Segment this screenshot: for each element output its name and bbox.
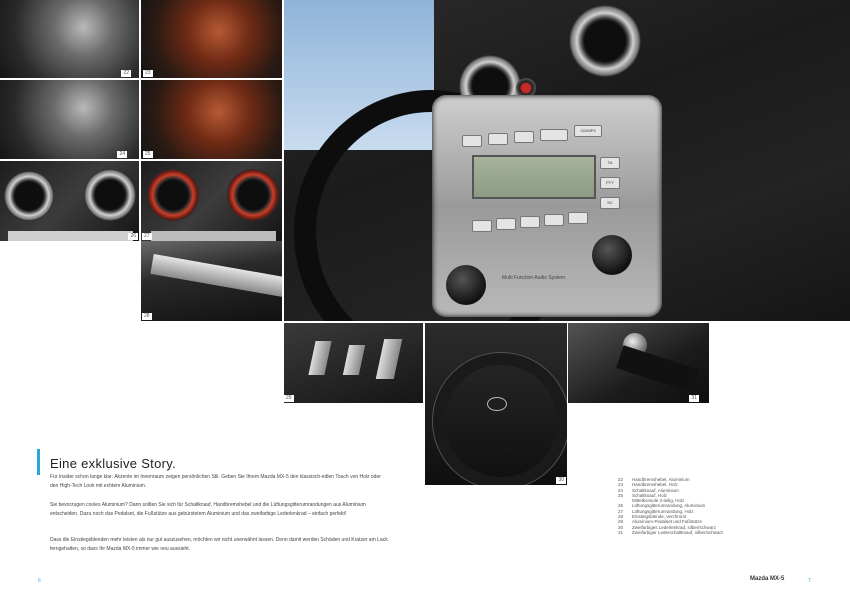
photo-leather-gear-knob: 31 <box>568 323 709 403</box>
vent-icon <box>147 169 199 221</box>
photo-label: 24 <box>117 151 127 158</box>
photo-label: 23 <box>143 70 153 77</box>
page-number-right: 7 <box>808 578 811 584</box>
radio-display <box>472 155 596 199</box>
photo-dashboard-radio: CD/MP3 TA PTY SC Multi Function Audio Sy… <box>284 0 850 321</box>
photo-label: 25 <box>143 151 153 158</box>
photo-label: 22 <box>121 70 131 77</box>
radio-console: CD/MP3 TA PTY SC Multi Function Audio Sy… <box>432 95 662 317</box>
hazard-button <box>516 78 536 98</box>
vent-icon <box>4 171 54 221</box>
radio-cd-button: CD/MP3 <box>574 125 602 137</box>
intro-paragraph: Für Insider schon lange klar: Akzente im… <box>50 474 381 489</box>
photo-label: 28 <box>142 313 152 320</box>
photo-handbrake-wood: 23 <box>141 0 282 78</box>
radio-preset-button <box>540 129 568 141</box>
radio-number-button <box>568 212 588 224</box>
volume-knob <box>446 265 486 305</box>
radio-preset-button <box>488 133 508 145</box>
radio-number-button <box>496 218 516 230</box>
radio-number-button <box>520 216 540 228</box>
legend-row: Mittelkonsole 2-teilig, Holz <box>632 498 685 504</box>
photo-handbrake-aluminium: 22 <box>0 0 139 78</box>
photo-label: 27 <box>142 233 152 240</box>
photo-label: 31 <box>689 395 699 402</box>
brand-footer: Mazda MX-5 <box>750 576 785 582</box>
photo-label: 29 <box>284 395 294 402</box>
page-title: Eine exklusive Story. <box>50 456 176 471</box>
radio-pty-button: PTY <box>600 177 620 189</box>
photo-label: 26 <box>128 233 138 240</box>
mazda-logo-icon <box>487 397 507 411</box>
photo-label: 30 <box>556 477 566 484</box>
photo-door-sill: 28 <box>141 241 282 321</box>
steering-wheel-shape <box>433 353 567 485</box>
radio-number-button <box>472 220 492 232</box>
page-number-left: 6 <box>38 578 41 584</box>
photo-steering-wheel: 30 <box>425 323 567 485</box>
vent-icon <box>84 169 136 221</box>
tuning-knob <box>592 235 632 275</box>
vent-icon <box>227 169 279 221</box>
radio-brand-text: Multi Function Audio System <box>502 275 566 281</box>
radio-preset-button <box>462 135 482 147</box>
aluminium-paragraph: Sie bevorzugen cooles Aluminium? Dann so… <box>50 502 366 517</box>
vent-icon <box>569 5 641 77</box>
photo-vents-aluminium: 26 <box>0 161 139 241</box>
radio-ta-button: TA <box>600 157 620 169</box>
radio-sc-button: SC <box>600 197 620 209</box>
photo-gear-knob-aluminium: 24 <box>0 80 139 159</box>
door-sill-paragraph: Dass die Einstiegsblenden mehr leisten a… <box>50 537 388 552</box>
photo-gear-knob-wood: 25 <box>141 80 282 159</box>
radio-number-button <box>544 214 564 226</box>
radio-preset-button <box>514 131 534 143</box>
photo-pedal-set: 29 <box>284 323 423 403</box>
accent-bar <box>37 449 40 475</box>
photo-vents-wood: 27 <box>141 161 282 241</box>
